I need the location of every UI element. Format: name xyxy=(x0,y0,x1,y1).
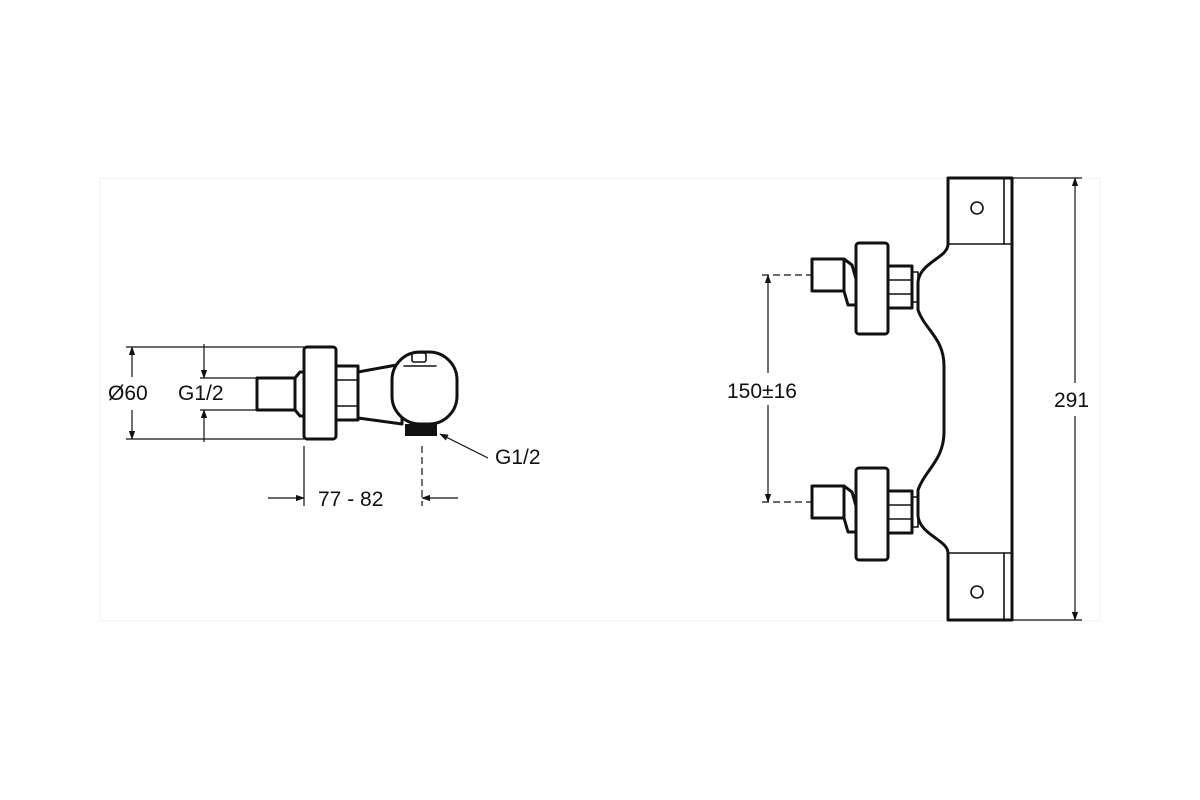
diameter-label: Ø60 xyxy=(108,382,148,405)
depth-range-label: 77 - 82 xyxy=(318,488,383,511)
front-bottom-inlet-taper xyxy=(842,484,858,534)
front-bottom-thread xyxy=(911,496,919,528)
side-control-knob xyxy=(390,350,459,426)
height-label: 291 xyxy=(1054,389,1089,412)
front-top-hole xyxy=(970,201,984,215)
drawing-frame xyxy=(99,177,1101,622)
front-bottom-hex-nut xyxy=(886,489,914,535)
front-bottom-hole xyxy=(970,585,984,599)
front-bottom-escutcheon xyxy=(854,466,890,562)
inlet-thread-label: G1/2 xyxy=(178,382,224,405)
front-top-escutcheon xyxy=(854,241,890,336)
outlet-thread-label: G1/2 xyxy=(495,446,541,469)
front-bar-body xyxy=(916,176,1014,622)
side-outlet-thread xyxy=(405,424,437,436)
center-distance-label: 150±16 xyxy=(727,380,797,403)
side-view: Ø60 G1/2 G1/2 77 - 82 xyxy=(108,344,541,511)
front-bottom-inlet-pipe xyxy=(810,484,846,520)
side-escutcheon xyxy=(302,345,338,441)
side-hex-nut xyxy=(334,364,360,422)
side-knob-cap xyxy=(411,352,427,363)
outlet-leader xyxy=(439,433,489,459)
front-top-inlet-pipe xyxy=(810,257,846,293)
front-top-inlet-taper xyxy=(842,257,858,307)
front-top-hex-nut xyxy=(886,264,914,310)
side-inlet-pipe xyxy=(255,376,297,412)
front-view: 150±16 291 xyxy=(727,176,1089,622)
front-top-thread xyxy=(911,271,919,303)
